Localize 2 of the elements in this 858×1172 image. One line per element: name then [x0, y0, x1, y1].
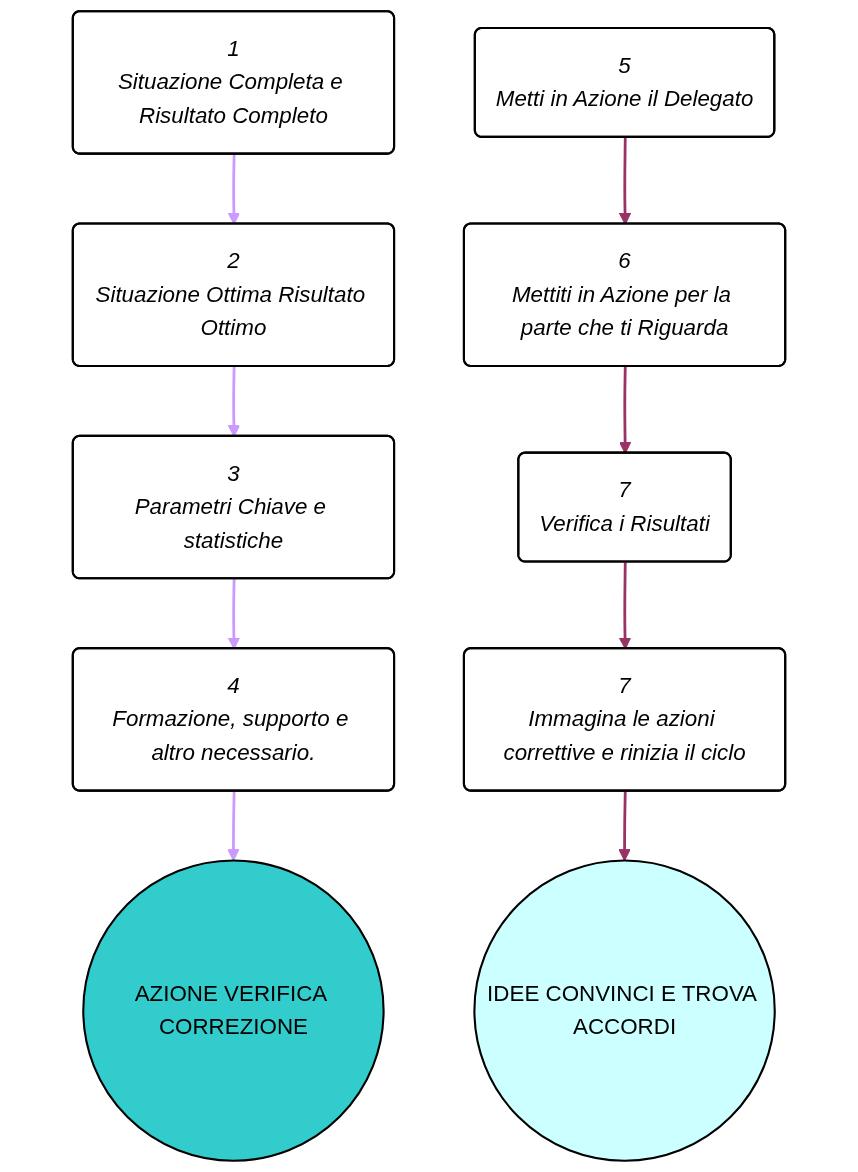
node-circle: AZIONE VERIFICA CORREZIONE	[82, 859, 385, 1162]
node-circle: IDEE CONVINCI E TROVA ACCORDI	[473, 859, 776, 1162]
